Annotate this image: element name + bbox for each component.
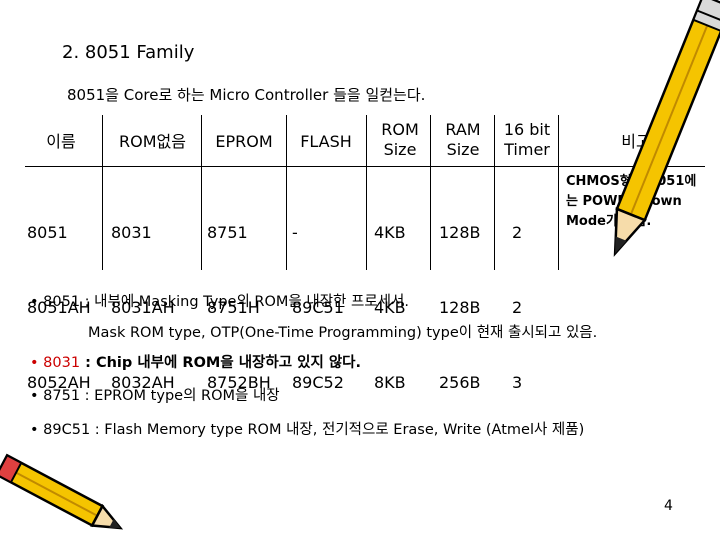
table-cell: 8052AH (27, 373, 91, 392)
table-cell: 8KB (374, 373, 406, 392)
table-cell: 3 (512, 373, 523, 392)
col-name: 8051 8051AH 8052AH (27, 170, 91, 445)
page-title: 2. 8051 Family (62, 42, 195, 63)
column-divider (558, 115, 559, 270)
page-subtitle: 8051을 Core로 하는 Micro Controller 들을 일컫는다. (67, 86, 426, 104)
table-cell: 8031AH (111, 298, 175, 317)
pencil-icon-top-right (613, 0, 720, 257)
col-timer: 2 2 3 (512, 170, 532, 445)
header-flash: FLASH (300, 132, 352, 151)
table-cell: 8752BH (207, 373, 271, 392)
header-ram-size: RAM Size (445, 120, 481, 159)
bullet-8051: • 8051 : 내부에 Masking Type의 ROM을 내장한 프로세서… (30, 294, 409, 310)
bullet-89c51: • 89C51 : Flash Memory type ROM 내장, 전기적으… (30, 422, 585, 438)
table-cell: 8751H (207, 298, 260, 317)
table-cell: 4KB (374, 223, 406, 242)
column-divider (102, 115, 103, 270)
bullet-marker: • (30, 355, 44, 371)
bullet-8051-continued: Mask ROM type, OTP(One-Time Programming)… (88, 325, 598, 341)
bullet-8031-text: : Chip 내부에 ROM을 내장하고 있지 않다. (80, 355, 362, 371)
table-cell: - (292, 223, 298, 242)
column-divider (201, 115, 202, 270)
col-romless: 8031 8031AH 8032AH (111, 170, 175, 445)
table-cell: 8051 (27, 223, 68, 242)
column-divider (286, 115, 287, 270)
table-cell: 8032AH (111, 373, 175, 392)
header-romless: ROM없음 (119, 132, 186, 151)
table-cell: 128B (439, 223, 481, 242)
table-cell: 89C51 (292, 298, 344, 317)
header-name: 이름 (46, 132, 76, 151)
table-cell: 128B (439, 298, 481, 317)
pencil-icon-bottom-left (0, 453, 124, 530)
bullet-8751: • 8751 : EPROM type의 ROM을 내장 (30, 388, 280, 404)
table-cell: 2 (512, 298, 523, 317)
column-divider (494, 115, 495, 270)
col-flash: - 89C51 89C52 (292, 170, 344, 445)
bullet-8031: • 8031 : Chip 내부에 ROM을 내장하고 있지 않다. (30, 351, 361, 372)
bullet-key-8031: 8031 (43, 355, 81, 371)
table-cell: 2 (512, 223, 523, 242)
header-eprom: EPROM (215, 132, 273, 151)
header-timer: 16 bit Timer (503, 120, 551, 159)
page-number: 4 (664, 498, 673, 514)
table-cell: 8051AH (27, 298, 91, 317)
col-ram-size: 128B 128B 256B (439, 170, 481, 445)
column-divider (430, 115, 431, 270)
table-cell: 256B (439, 373, 481, 392)
column-divider (366, 115, 367, 270)
header-rom-size: ROM Size (381, 120, 419, 159)
table-cell: 89C52 (292, 373, 344, 392)
table-cell: 8031 (111, 223, 152, 242)
col-eprom: 8751 8751H 8752BH (207, 170, 271, 445)
table-cell: 8751 (207, 223, 248, 242)
header-separator (25, 166, 705, 167)
table-cell: 4KB (374, 298, 406, 317)
col-rom-size: 4KB 4KB 8KB (374, 170, 406, 445)
